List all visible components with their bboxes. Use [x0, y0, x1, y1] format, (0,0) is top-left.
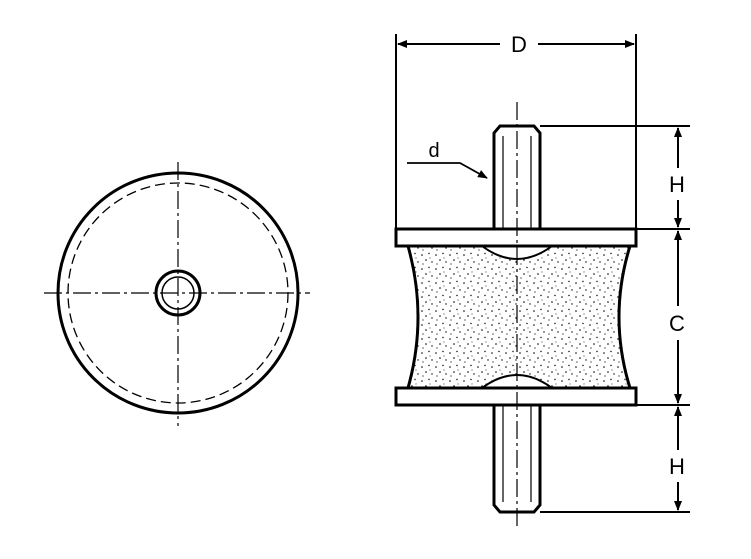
dimensions [395, 34, 690, 513]
stud-diameter-leader [407, 162, 488, 179]
label-body-height: C [669, 311, 685, 336]
label-stud-diameter: d [428, 140, 439, 162]
rubber-body [406, 244, 633, 390]
bottom-plate [394, 386, 638, 407]
side-view [394, 102, 638, 528]
label-diameter: D [511, 32, 527, 57]
label-bottom-height: H [669, 454, 685, 479]
top-view [44, 162, 310, 426]
top-plate [394, 227, 638, 248]
label-top-height: H [669, 172, 685, 197]
